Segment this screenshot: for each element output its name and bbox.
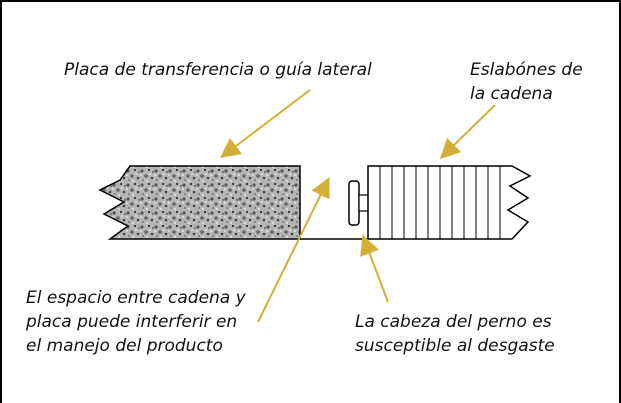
label-gap-line2: placa puede interferir en (26, 312, 238, 332)
arrow-pin (360, 234, 389, 303)
chain-links (367, 165, 532, 240)
label-plate: Placa de transferencia o guía lateral (64, 60, 372, 80)
pin-head (348, 180, 360, 226)
label-links-line1: Eslabónes de (470, 60, 583, 80)
label-pin-line2: susceptible al desgaste (355, 336, 555, 356)
transfer-plate (98, 165, 301, 240)
label-pin-line1: La cabeza del perno es (355, 312, 552, 332)
label-links-line2: la cadena (470, 84, 553, 104)
label-gap-line3: el manejo del producto (26, 336, 223, 356)
label-gap-line1: El espacio entre cadena y (26, 288, 246, 308)
arrow-plate (220, 89, 311, 159)
label-pin: La cabeza del perno es susceptible al de… (355, 310, 555, 358)
arrow-gap (257, 177, 330, 323)
label-gap: El espacio entre cadena y placa puede in… (26, 286, 246, 358)
arrow-links (439, 104, 496, 159)
label-links: Eslabónes de la cadena (470, 58, 583, 106)
